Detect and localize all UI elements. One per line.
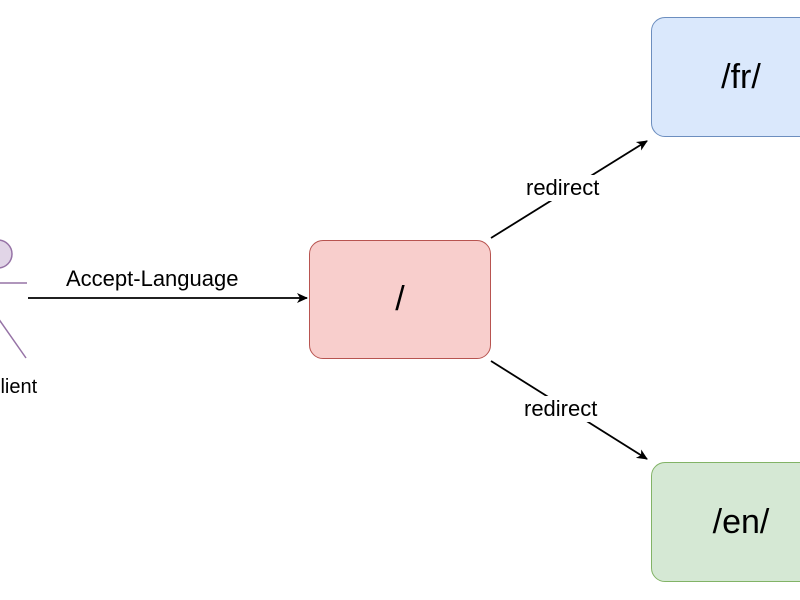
en-path-node: /en/ (651, 462, 800, 582)
en-path-label: /en/ (712, 502, 770, 541)
fr-path-node: /fr/ (651, 17, 800, 137)
actor-right-leg (0, 319, 27, 359)
client-actor (0, 239, 27, 359)
actor-head (0, 239, 13, 269)
client-label: Client (0, 376, 38, 398)
redirect-en-label: redirect (524, 396, 598, 422)
root-path-label: / (395, 280, 405, 318)
fr-path-label: /fr/ (721, 57, 761, 96)
root-path-node: / (309, 240, 491, 359)
accept-language-label: Accept-Language (66, 266, 239, 292)
redirect-fr-label: redirect (526, 175, 600, 201)
